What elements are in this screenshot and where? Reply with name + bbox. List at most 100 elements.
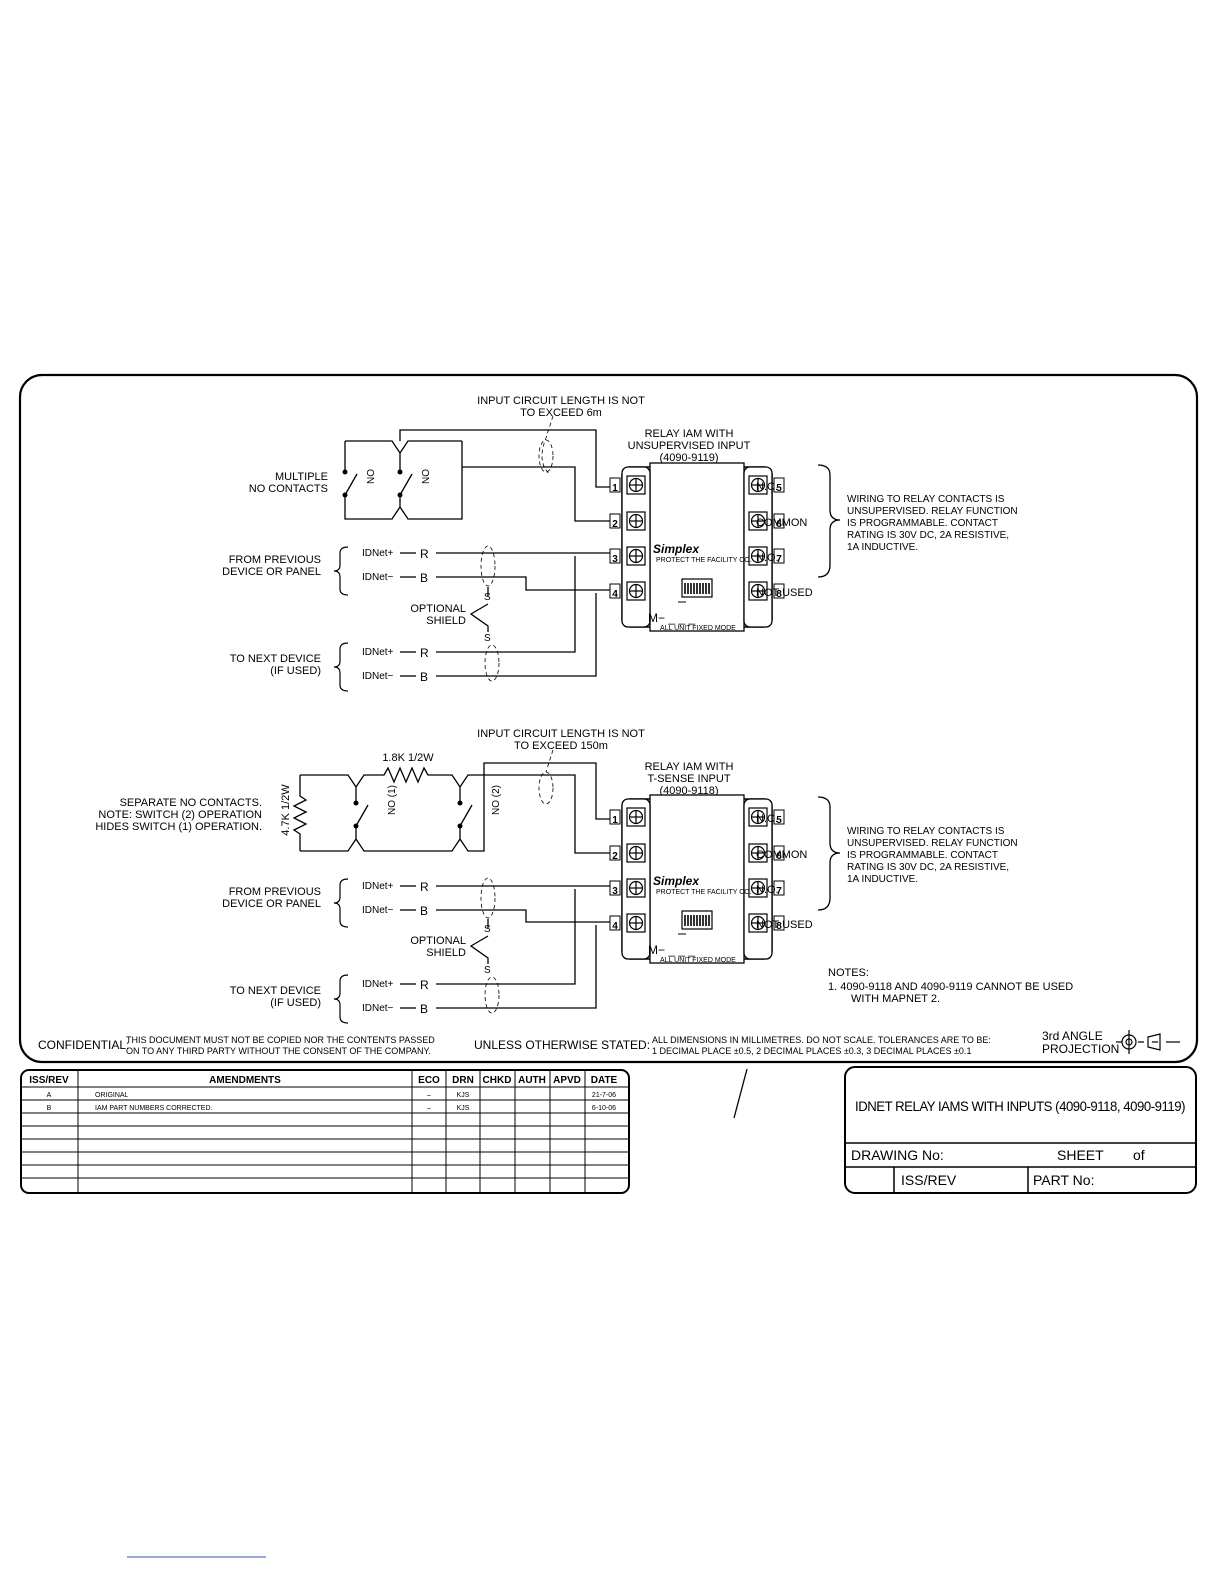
svg-text:2: 2 [612, 851, 618, 862]
svg-text:IAM PART NUMBERS CORRECTED.: IAM PART NUMBERS CORRECTED. [95, 1105, 213, 1112]
shield-label-line1: OPTIONAL [410, 603, 466, 615]
svg-text:HIDES SWITCH (1) OPERATION.: HIDES SWITCH (1) OPERATION. [95, 821, 262, 833]
svg-text:WIRING TO RELAY CONTACTS IS: WIRING TO RELAY CONTACTS IS [847, 826, 1005, 837]
from-prev-line2: DEVICE OR PANEL [222, 898, 321, 910]
shield-label-line1: OPTIONAL [410, 935, 466, 947]
r-label-in: R [420, 880, 429, 894]
module-title-line1: RELAY IAM WITH [645, 761, 734, 773]
slash-mark [733, 1068, 748, 1119]
part-no-label: PART No: [1033, 1172, 1094, 1188]
svg-text:6: 6 [776, 851, 782, 862]
no-label-2: NO [421, 469, 432, 484]
diagram-tsense: INPUT CIRCUIT LENGTH IS NOT TO EXCEED 15… [95, 728, 1073, 1024]
projection-label-line1: 3rd ANGLE [1042, 1029, 1103, 1043]
svg-text:21-7-06: 21-7-06 [592, 1092, 616, 1099]
svg-text:SEPARATE NO CONTACTS.: SEPARATE NO CONTACTS. [120, 797, 262, 809]
tolerance-line1: ALL DIMENSIONS IN MILLIMETRES. DO NOT SC… [652, 1035, 991, 1045]
svg-text:ISS/REV: ISS/REV [29, 1075, 69, 1086]
r-label-in: R [420, 547, 429, 561]
output-nc: N.C. [756, 813, 778, 825]
svg-text:UNSUPERVISED. RELAY FUNCTION: UNSUPERVISED. RELAY FUNCTION [847, 506, 1018, 517]
module-part-number: (4090-9119) [659, 452, 718, 464]
svg-text:4: 4 [612, 921, 618, 932]
svg-text:8: 8 [776, 921, 782, 932]
svg-text:WITH MAPNET 2.: WITH MAPNET 2. [851, 993, 940, 1005]
resistor-left-label: 4.7K 1/2W [280, 784, 292, 836]
svg-text:UNSUPERVISED. RELAY FUNCTION: UNSUPERVISED. RELAY FUNCTION [847, 838, 1018, 849]
output-not-used: NOT USED [756, 919, 813, 931]
simplex-logo-tagline: PROTECT THE FACILITY CO. [656, 889, 752, 896]
svg-text:CHKD: CHKD [483, 1075, 512, 1086]
separate-contacts-note: SEPARATE NO CONTACTS. NOTE: SWITCH (2) O… [95, 797, 262, 833]
shield-label-line2: SHIELD [426, 947, 466, 959]
footer-strip: CONFIDENTIAL: THIS DOCUMENT MUST NOT BE … [38, 1029, 1180, 1056]
output-nc: N.C. [756, 481, 778, 493]
confidential-label: CONFIDENTIAL: [38, 1038, 129, 1052]
revision-table-headers: ISS/REV AMENDMENTS ECO DRN CHKD AUTH APV… [29, 1075, 617, 1086]
svg-text:ECO: ECO [418, 1075, 440, 1086]
svg-text:–: – [427, 1105, 431, 1112]
no2-label: NO (2) [491, 785, 502, 815]
output-common: COMMON [756, 849, 807, 861]
r-label-out: R [420, 978, 429, 992]
svg-text:1: 1 [612, 483, 618, 494]
svg-text:4: 4 [612, 589, 618, 600]
svg-text:1A INDUCTIVE.: 1A INDUCTIVE. [847, 874, 918, 885]
idnet-plus-in: IDNet+ [362, 881, 394, 892]
to-next-line1: TO NEXT DEVICE [230, 653, 321, 665]
contacts-label-line1: MULTIPLE [275, 471, 328, 483]
s-label-1: S [484, 924, 491, 935]
drawing-title: IDNET RELAY IAMS WITH INPUTS (4090-9118,… [855, 1098, 1185, 1114]
svg-text:–: – [427, 1092, 431, 1099]
from-prev-line1: FROM PREVIOUS [229, 886, 321, 898]
output-no: N.O. [756, 552, 779, 564]
svg-text:APVD: APVD [553, 1075, 581, 1086]
s-label-2: S [484, 965, 491, 976]
svg-text:A: A [47, 1092, 52, 1099]
length-note-line1: INPUT CIRCUIT LENGTH IS NOT [477, 395, 645, 407]
idnet-plus-out: IDNet+ [362, 647, 394, 658]
svg-text:6-10-06: 6-10-06 [592, 1105, 616, 1112]
tolerance-line2: 1 DECIMAL PLACE ±0.5, 2 DECIMAL PLACES ±… [652, 1046, 971, 1056]
svg-text:DATE: DATE [591, 1075, 618, 1086]
no-label-1: NO [366, 469, 377, 484]
drawing-frame [18, 373, 1199, 1064]
svg-text:KJS: KJS [457, 1105, 470, 1112]
length-note-line2: TO EXCEED 6m [520, 407, 602, 419]
output-not-used: NOT USED [756, 587, 813, 599]
confidential-text-line1: THIS DOCUMENT MUST NOT BE COPIED NOR THE… [126, 1035, 435, 1045]
unless-stated-label: UNLESS OTHERWISE STATED: [474, 1038, 650, 1052]
general-notes: NOTES: 1. 4090-9118 AND 4090-9119 CANNOT… [828, 967, 1073, 1005]
module-terminal-numbers: 1 2 3 4 5 6 7 8 [612, 815, 782, 932]
svg-text:AMENDMENTS: AMENDMENTS [209, 1075, 281, 1086]
svg-text:RATING IS 30V DC, 2A RESISTIVE: RATING IS 30V DC, 2A RESISTIVE, [847, 530, 1009, 541]
to-next-line1: TO NEXT DEVICE [230, 985, 321, 997]
svg-text:NOTE: SWITCH (2) OPERATION: NOTE: SWITCH (2) OPERATION [98, 809, 262, 821]
b-label-in: B [420, 571, 428, 585]
svg-text:IS PROGRAMMABLE. CONTACT: IS PROGRAMMABLE. CONTACT [847, 850, 998, 861]
iss-rev-label: ISS/REV [901, 1172, 957, 1188]
to-next-line2: (IF USED) [270, 997, 321, 1009]
svg-text:5: 5 [776, 815, 782, 826]
svg-text:AUTH: AUTH [518, 1075, 546, 1086]
idnet-minus-in: IDNet− [362, 572, 394, 583]
shield-label-line2: SHIELD [426, 615, 466, 627]
simplex-logo: Simplex [653, 874, 700, 888]
length-note-line1: INPUT CIRCUIT LENGTH IS NOT [477, 728, 645, 740]
no1-label: NO (1) [387, 785, 398, 815]
resistor-top-label: 1.8K 1/2W [382, 752, 434, 764]
idnet-plus-in: IDNet+ [362, 548, 394, 559]
simplex-logo-tagline: PROTECT THE FACILITY CO. [656, 557, 752, 564]
idnet-minus-out: IDNet− [362, 671, 394, 682]
idnet-minus-out: IDNet− [362, 1003, 394, 1014]
svg-text:1A INDUCTIVE.: 1A INDUCTIVE. [847, 542, 918, 553]
sheet-label: SHEET [1057, 1147, 1104, 1163]
table-row: A ORIGINAL – KJS 21-7-06 [47, 1092, 617, 1099]
drawing-no-label: DRAWING No: [851, 1147, 944, 1163]
svg-text:3: 3 [612, 886, 618, 897]
module-terminal-numbers: 1 2 3 4 5 6 7 8 [612, 483, 782, 600]
confidential-text-line2: ON TO ANY THIRD PARTY WITHOUT THE CONSEN… [126, 1046, 431, 1056]
r-label-out: R [420, 646, 429, 660]
module-title-line2: UNSUPERVISED INPUT [628, 440, 751, 452]
projection-symbol-icon [1116, 1030, 1180, 1054]
